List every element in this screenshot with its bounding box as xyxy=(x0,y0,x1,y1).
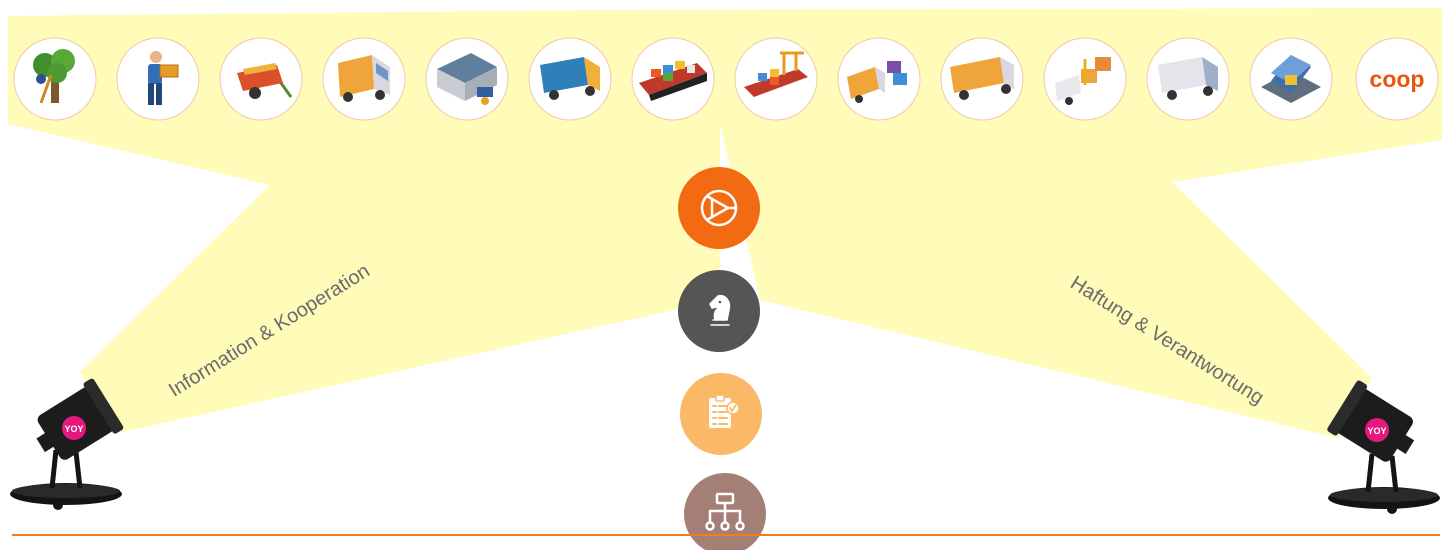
supply-chain-step xyxy=(323,38,405,120)
coop-logo-text: coop xyxy=(1370,66,1425,92)
supply-chain-step xyxy=(838,38,920,120)
coop-logo: coop xyxy=(1370,66,1425,92)
supply-chain-step xyxy=(1250,38,1332,120)
network-play-icon xyxy=(678,167,760,249)
supply-chain-step xyxy=(117,38,199,120)
center-icon-column xyxy=(678,167,766,550)
spotlight-badge-text-left: YOY xyxy=(64,424,83,434)
supply-chain-step xyxy=(14,38,96,120)
supply-chain-step xyxy=(632,38,714,120)
checklist-icon xyxy=(680,373,762,455)
supply-chain-step xyxy=(941,38,1023,120)
supply-chain-step xyxy=(1044,38,1126,120)
hierarchy-icon xyxy=(684,473,766,550)
supply-chain-step xyxy=(735,38,817,120)
spotlight-badge-text-right: YOY xyxy=(1367,426,1386,436)
supply-chain-step xyxy=(220,38,302,120)
supply-chain-step xyxy=(1147,38,1229,120)
supply-chain-step xyxy=(426,38,508,120)
supply-chain-step: coop xyxy=(1356,38,1438,120)
supply-chain-step xyxy=(529,38,611,120)
bottom-accent-line xyxy=(12,534,1440,536)
chess-knight-icon xyxy=(678,270,760,352)
